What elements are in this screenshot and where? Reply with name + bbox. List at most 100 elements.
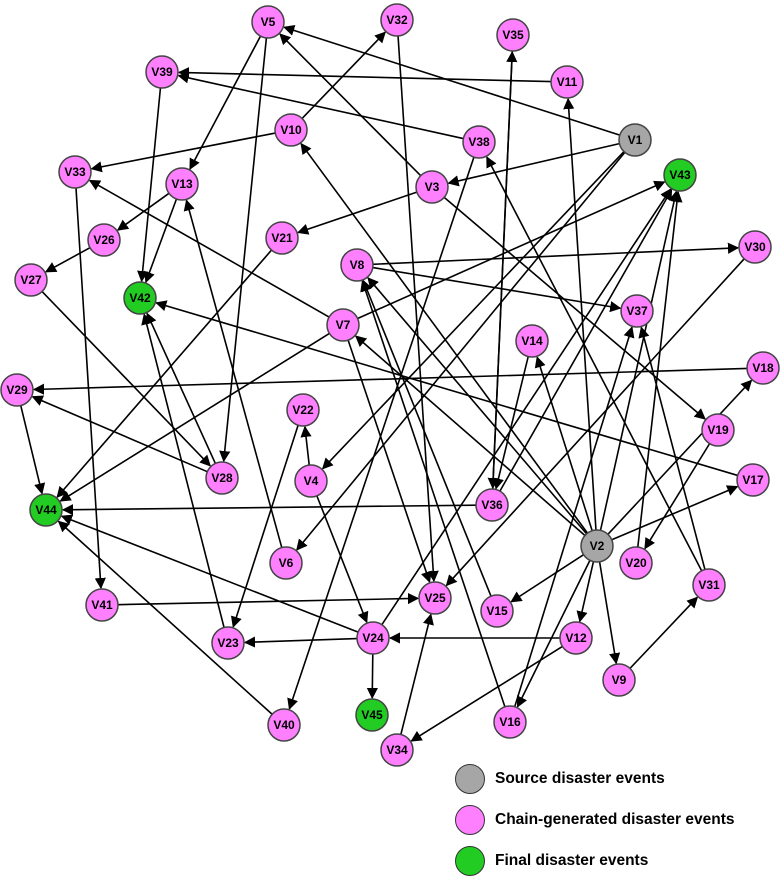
node-circle bbox=[205, 461, 239, 495]
node-circle bbox=[29, 493, 63, 527]
node-circle bbox=[340, 248, 374, 282]
node-circle bbox=[602, 663, 636, 697]
node-circle bbox=[559, 621, 593, 655]
edge-v2-to-v9 bbox=[598, 561, 621, 665]
node-label: V35 bbox=[502, 28, 524, 42]
node-v8: V8 bbox=[340, 248, 374, 282]
node-label: V42 bbox=[129, 291, 151, 305]
edge-v2-to-v18 bbox=[607, 379, 753, 535]
node-label: V43 bbox=[669, 168, 691, 182]
edge-v2-to-v17 bbox=[611, 485, 739, 541]
node-v16: V16 bbox=[493, 705, 527, 739]
edge-v16-to-v37 bbox=[513, 326, 635, 707]
node-circle bbox=[415, 170, 449, 204]
legend: Source disaster events Chain-generated d… bbox=[455, 758, 780, 881]
node-v15: V15 bbox=[480, 594, 514, 628]
node-circle bbox=[620, 294, 654, 328]
edge-v36-to-v35 bbox=[491, 50, 518, 490]
node-circle bbox=[618, 123, 652, 157]
node-label: V21 bbox=[271, 231, 293, 245]
edge-v30-to-v25 bbox=[445, 258, 745, 587]
node-circle bbox=[286, 393, 320, 427]
node-label: V13 bbox=[171, 177, 193, 191]
node-label: V6 bbox=[279, 556, 294, 570]
edge-v3-to-v19 bbox=[443, 196, 706, 420]
node-circle bbox=[380, 733, 414, 767]
node-v22: V22 bbox=[286, 393, 320, 427]
edge-v10-to-v33 bbox=[90, 132, 276, 173]
node-v28: V28 bbox=[205, 461, 239, 495]
node-circle bbox=[462, 125, 496, 159]
edge-v1-to-v4 bbox=[321, 151, 625, 470]
node-label: V3 bbox=[425, 180, 440, 194]
node-circle bbox=[123, 281, 157, 315]
edge-v4-to-v22 bbox=[300, 425, 312, 466]
edge-v19-to-v20 bbox=[644, 443, 711, 550]
node-circle bbox=[294, 464, 328, 498]
node-label: V28 bbox=[211, 471, 233, 485]
node-v23: V23 bbox=[211, 626, 245, 660]
edge-v2-to-v7 bbox=[354, 335, 586, 537]
node-label: V20 bbox=[625, 556, 647, 570]
node-v25: V25 bbox=[418, 581, 452, 615]
node-v21: V21 bbox=[265, 221, 299, 255]
node-label: V10 bbox=[280, 123, 302, 137]
legend-label-source: Source disaster events bbox=[495, 769, 665, 787]
node-circle bbox=[269, 546, 303, 580]
edge-v15-to-v8 bbox=[361, 279, 492, 597]
node-v34: V34 bbox=[380, 733, 414, 767]
node-label: V27 bbox=[20, 273, 42, 287]
node-label: V2 bbox=[590, 539, 605, 553]
edge-v38-to-v39 bbox=[177, 72, 464, 140]
node-v29: V29 bbox=[0, 373, 34, 407]
edge-v3-to-v5 bbox=[279, 33, 422, 177]
node-v14: V14 bbox=[515, 324, 549, 358]
edge-v3-to-v21 bbox=[297, 191, 418, 235]
nodes-layer: V1V2V3V4V5V6V7V8V9V10V11V12V13V14V15V16V… bbox=[0, 3, 780, 767]
node-v17: V17 bbox=[736, 463, 770, 497]
node-v32: V32 bbox=[380, 3, 414, 37]
edge-v34-to-v25 bbox=[400, 613, 434, 735]
node-circle bbox=[0, 373, 34, 407]
edge-v12-to-v34 bbox=[410, 645, 563, 742]
edge-v13-to-v26 bbox=[116, 192, 170, 231]
node-label: V39 bbox=[151, 65, 173, 79]
node-label: V18 bbox=[752, 361, 774, 375]
node-label: V15 bbox=[486, 604, 508, 618]
node-v1: V1 bbox=[618, 123, 652, 157]
node-v24: V24 bbox=[356, 621, 390, 655]
node-label: V23 bbox=[217, 636, 239, 650]
edge-v8-to-v30 bbox=[372, 242, 740, 266]
node-v12: V12 bbox=[559, 621, 593, 655]
edge-v24-to-v45 bbox=[366, 653, 378, 700]
final-swatch-icon bbox=[455, 845, 485, 876]
node-v19: V19 bbox=[701, 413, 735, 447]
legend-item-source: Source disaster events bbox=[455, 758, 780, 799]
node-circle bbox=[701, 413, 735, 447]
node-v7: V7 bbox=[326, 308, 360, 342]
node-label: V33 bbox=[64, 165, 86, 179]
edge-v2-to-v12 bbox=[576, 561, 595, 623]
node-label: V16 bbox=[499, 715, 521, 729]
node-v13: V13 bbox=[165, 167, 199, 201]
node-v2: V2 bbox=[580, 529, 614, 563]
node-v41: V41 bbox=[85, 588, 119, 622]
node-label: V36 bbox=[481, 498, 503, 512]
node-v39: V39 bbox=[145, 55, 179, 89]
node-v5: V5 bbox=[251, 5, 285, 39]
edge-v8-to-v37 bbox=[372, 266, 622, 313]
edge-v27-to-v28 bbox=[41, 290, 211, 467]
edge-v24-to-v23 bbox=[243, 636, 358, 648]
edge-v38-to-v40 bbox=[287, 156, 475, 710]
edge-v28-to-v29 bbox=[31, 395, 208, 473]
node-label: V30 bbox=[744, 240, 766, 254]
source-swatch-icon bbox=[455, 763, 485, 794]
node-circle bbox=[267, 708, 301, 742]
edge-v11-to-v39 bbox=[177, 67, 552, 83]
node-v31: V31 bbox=[692, 568, 726, 602]
node-circle bbox=[145, 55, 179, 89]
edge-v41-to-v25 bbox=[117, 592, 420, 606]
node-circle bbox=[14, 263, 48, 297]
node-label: V24 bbox=[362, 631, 384, 645]
edge-v4-to-v24 bbox=[316, 495, 369, 624]
